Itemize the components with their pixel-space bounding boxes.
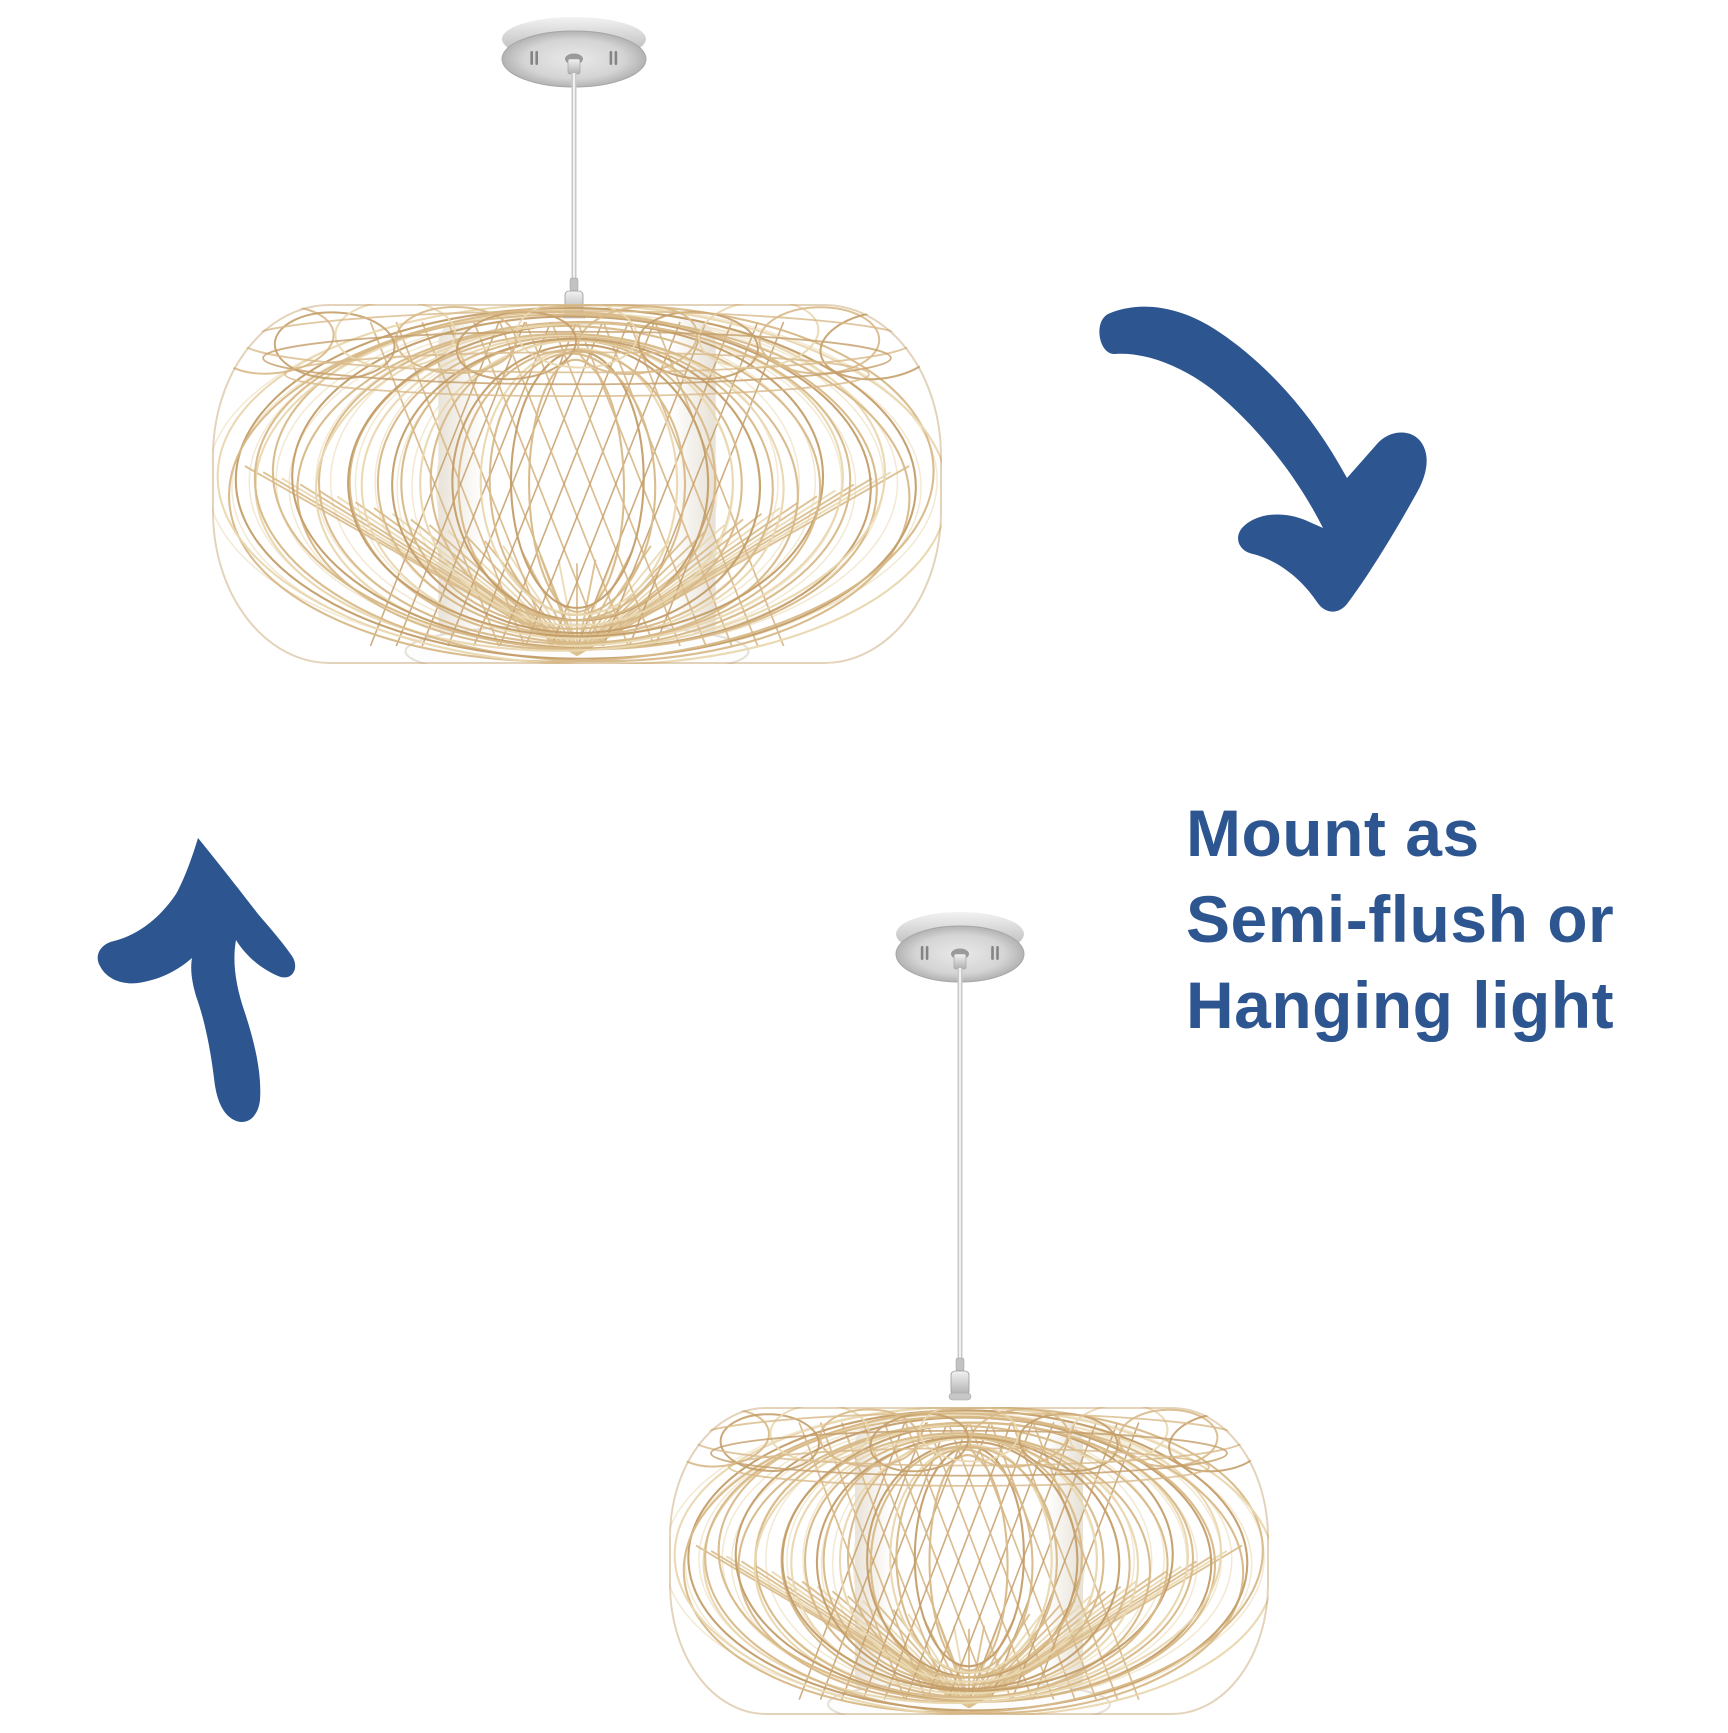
pendant-lamp-hanging: [669, 912, 1269, 1715]
caption-line-2: Semi-flush or: [1186, 882, 1615, 956]
caption-line-1: Mount as: [1186, 796, 1480, 870]
arrow-up-icon: [97, 838, 296, 1122]
caption: Mount as Semi-flush or Hanging light: [1186, 790, 1706, 1048]
arrow-down-right-shape: [1099, 306, 1427, 612]
caption-line-3: Hanging light: [1186, 968, 1615, 1042]
pendant-lamp-semi-flush: [212, 17, 942, 664]
arrow-down-right-icon: [1099, 306, 1427, 612]
arrow-up-shape: [97, 838, 296, 1122]
